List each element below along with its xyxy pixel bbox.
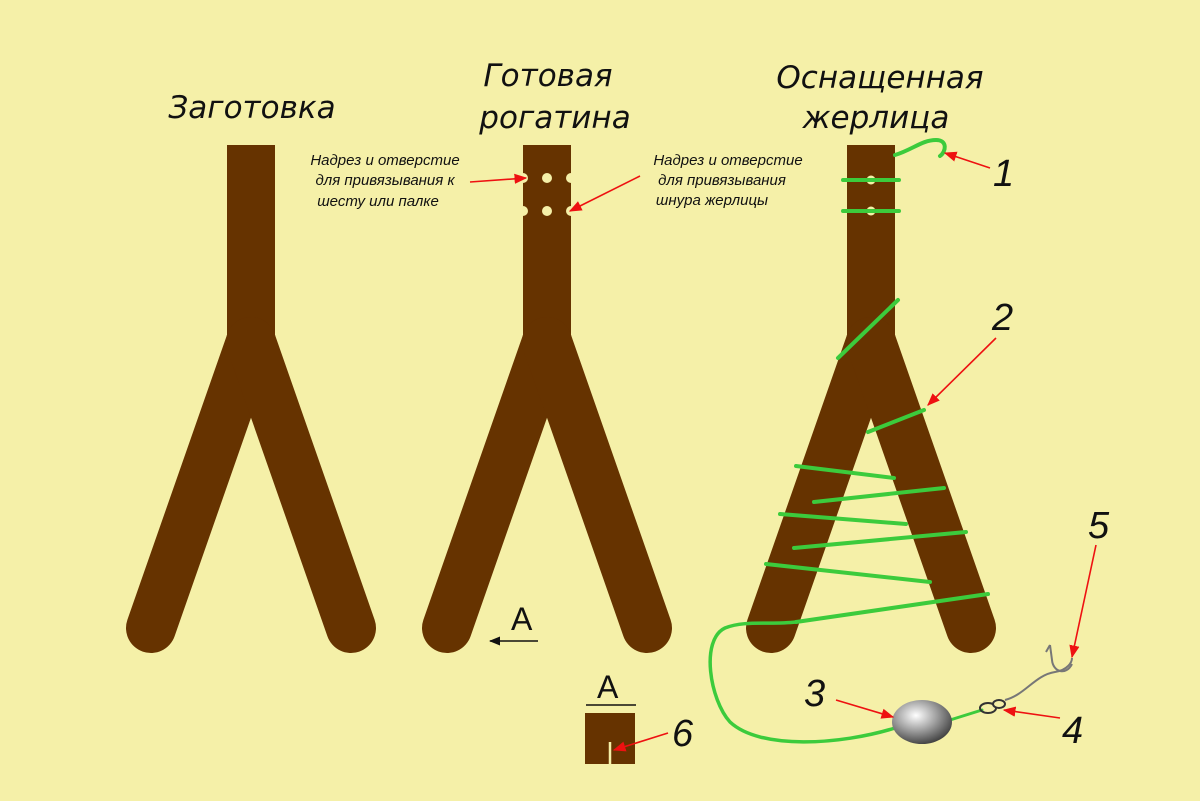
pointer-line-note xyxy=(568,175,641,212)
hook-leader xyxy=(1004,657,1073,701)
fork-blank xyxy=(126,145,376,653)
title-ready-line2: рогатина xyxy=(478,100,630,136)
fork-rigged-stem xyxy=(847,145,895,345)
fork-blank-stem xyxy=(227,145,275,345)
note-line: Надрез и отверстие для привязывания шнур… xyxy=(653,152,802,209)
swivel xyxy=(979,699,1006,714)
notch-left-lower xyxy=(518,206,528,216)
note-pole: Надрез и отверстие для привязывания к ше… xyxy=(310,152,459,210)
note-pole-line1: Надрез и отверстие xyxy=(310,152,459,169)
fork-ready xyxy=(422,145,672,653)
note-line-line3: шнура жерлицы xyxy=(656,192,768,209)
pointer-6 xyxy=(612,732,669,752)
callout-2: 2 xyxy=(991,297,1013,339)
pointer-1 xyxy=(943,151,991,169)
callout-6: 6 xyxy=(672,713,694,755)
pointer-3 xyxy=(835,699,895,719)
note-line-line1: Надрез и отверстие xyxy=(653,152,802,169)
notch-right-upper xyxy=(566,173,576,183)
callout-5: 5 xyxy=(1088,505,1110,547)
cord-stem-wrap xyxy=(836,298,900,360)
pointer-2 xyxy=(927,337,997,406)
hook xyxy=(1049,644,1073,673)
section-view-label: A xyxy=(597,669,619,705)
title-rigged-line2: жерлица xyxy=(802,100,950,136)
title-ready-line1: Готовая xyxy=(483,58,612,94)
hole-upper xyxy=(542,173,552,183)
leader-line xyxy=(948,708,984,722)
callout-1: 1 xyxy=(993,153,1014,195)
section-arrow-label: A xyxy=(511,601,533,637)
note-pole-line3: шесту или палке xyxy=(317,193,439,210)
cord-bindings-top xyxy=(841,137,947,213)
title-blank: Заготовка xyxy=(168,90,335,126)
note-line-line2: для привязывания xyxy=(658,172,786,189)
callout-3: 3 xyxy=(804,673,825,715)
sinker xyxy=(892,700,952,744)
hole-lower xyxy=(542,206,552,216)
pointer-5 xyxy=(1069,544,1097,659)
callout-4: 4 xyxy=(1062,710,1083,752)
fishing-line xyxy=(708,620,897,744)
pointer-pole-note xyxy=(469,173,528,184)
cord-winding xyxy=(764,408,990,624)
note-pole-line2: для привязывания к xyxy=(315,172,455,189)
pointer-4 xyxy=(1002,706,1061,719)
cord-loop xyxy=(893,137,947,158)
fork-rigged xyxy=(746,145,996,653)
title-rigged-line1: Оснащенная xyxy=(776,60,983,96)
